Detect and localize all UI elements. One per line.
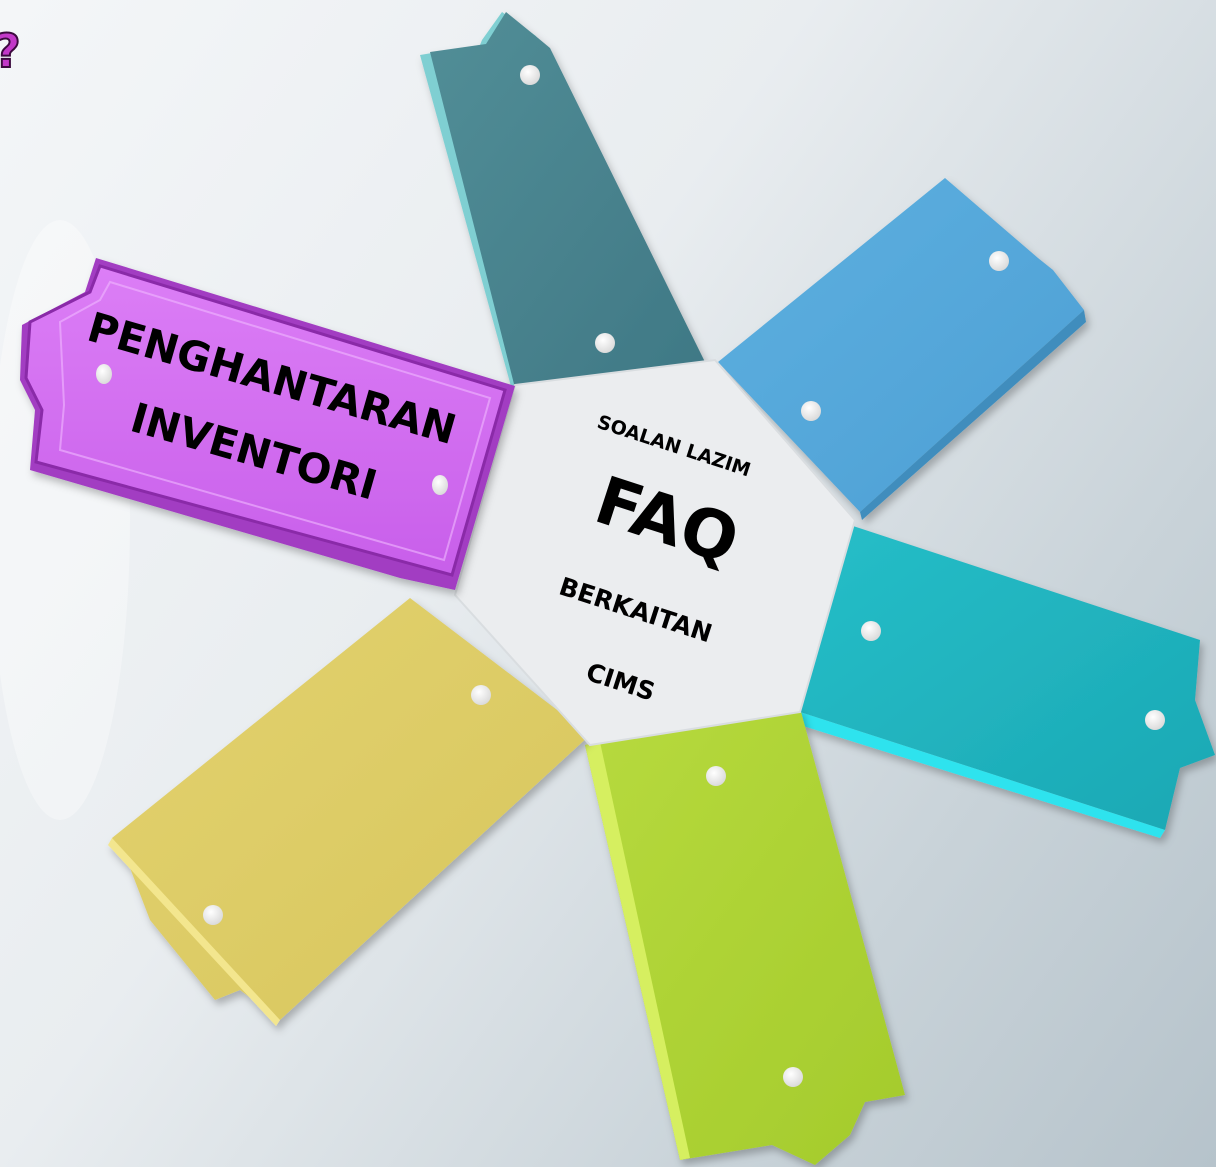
pin-hole — [1145, 710, 1165, 730]
pin-hole — [706, 766, 726, 786]
pin-hole — [432, 475, 448, 495]
pin-hole — [595, 333, 615, 353]
pin-hole — [203, 905, 223, 925]
pin-hole — [783, 1067, 803, 1087]
pin-hole — [520, 65, 540, 85]
pin-hole — [861, 621, 881, 641]
pin-hole — [801, 401, 821, 421]
tag-penghantaran-inventori[interactable]: PENGHANTARAN INVENTORI — [20, 258, 515, 590]
tag-cyan-right[interactable] — [800, 525, 1215, 838]
question-mark-icon: ? — [0, 23, 22, 79]
pin-hole — [96, 364, 112, 384]
pin-hole — [471, 685, 491, 705]
pin-hole — [989, 251, 1009, 271]
tag-yellow-bottom-left[interactable] — [108, 598, 590, 1026]
tag-green-bottom[interactable] — [585, 708, 905, 1165]
tag-blue-right[interactable] — [718, 178, 1086, 520]
tag-teal-top[interactable] — [420, 12, 705, 390]
faq-center-badge[interactable]: SOALAN LAZIM FAQ BERKAITAN CIMS — [453, 358, 857, 747]
